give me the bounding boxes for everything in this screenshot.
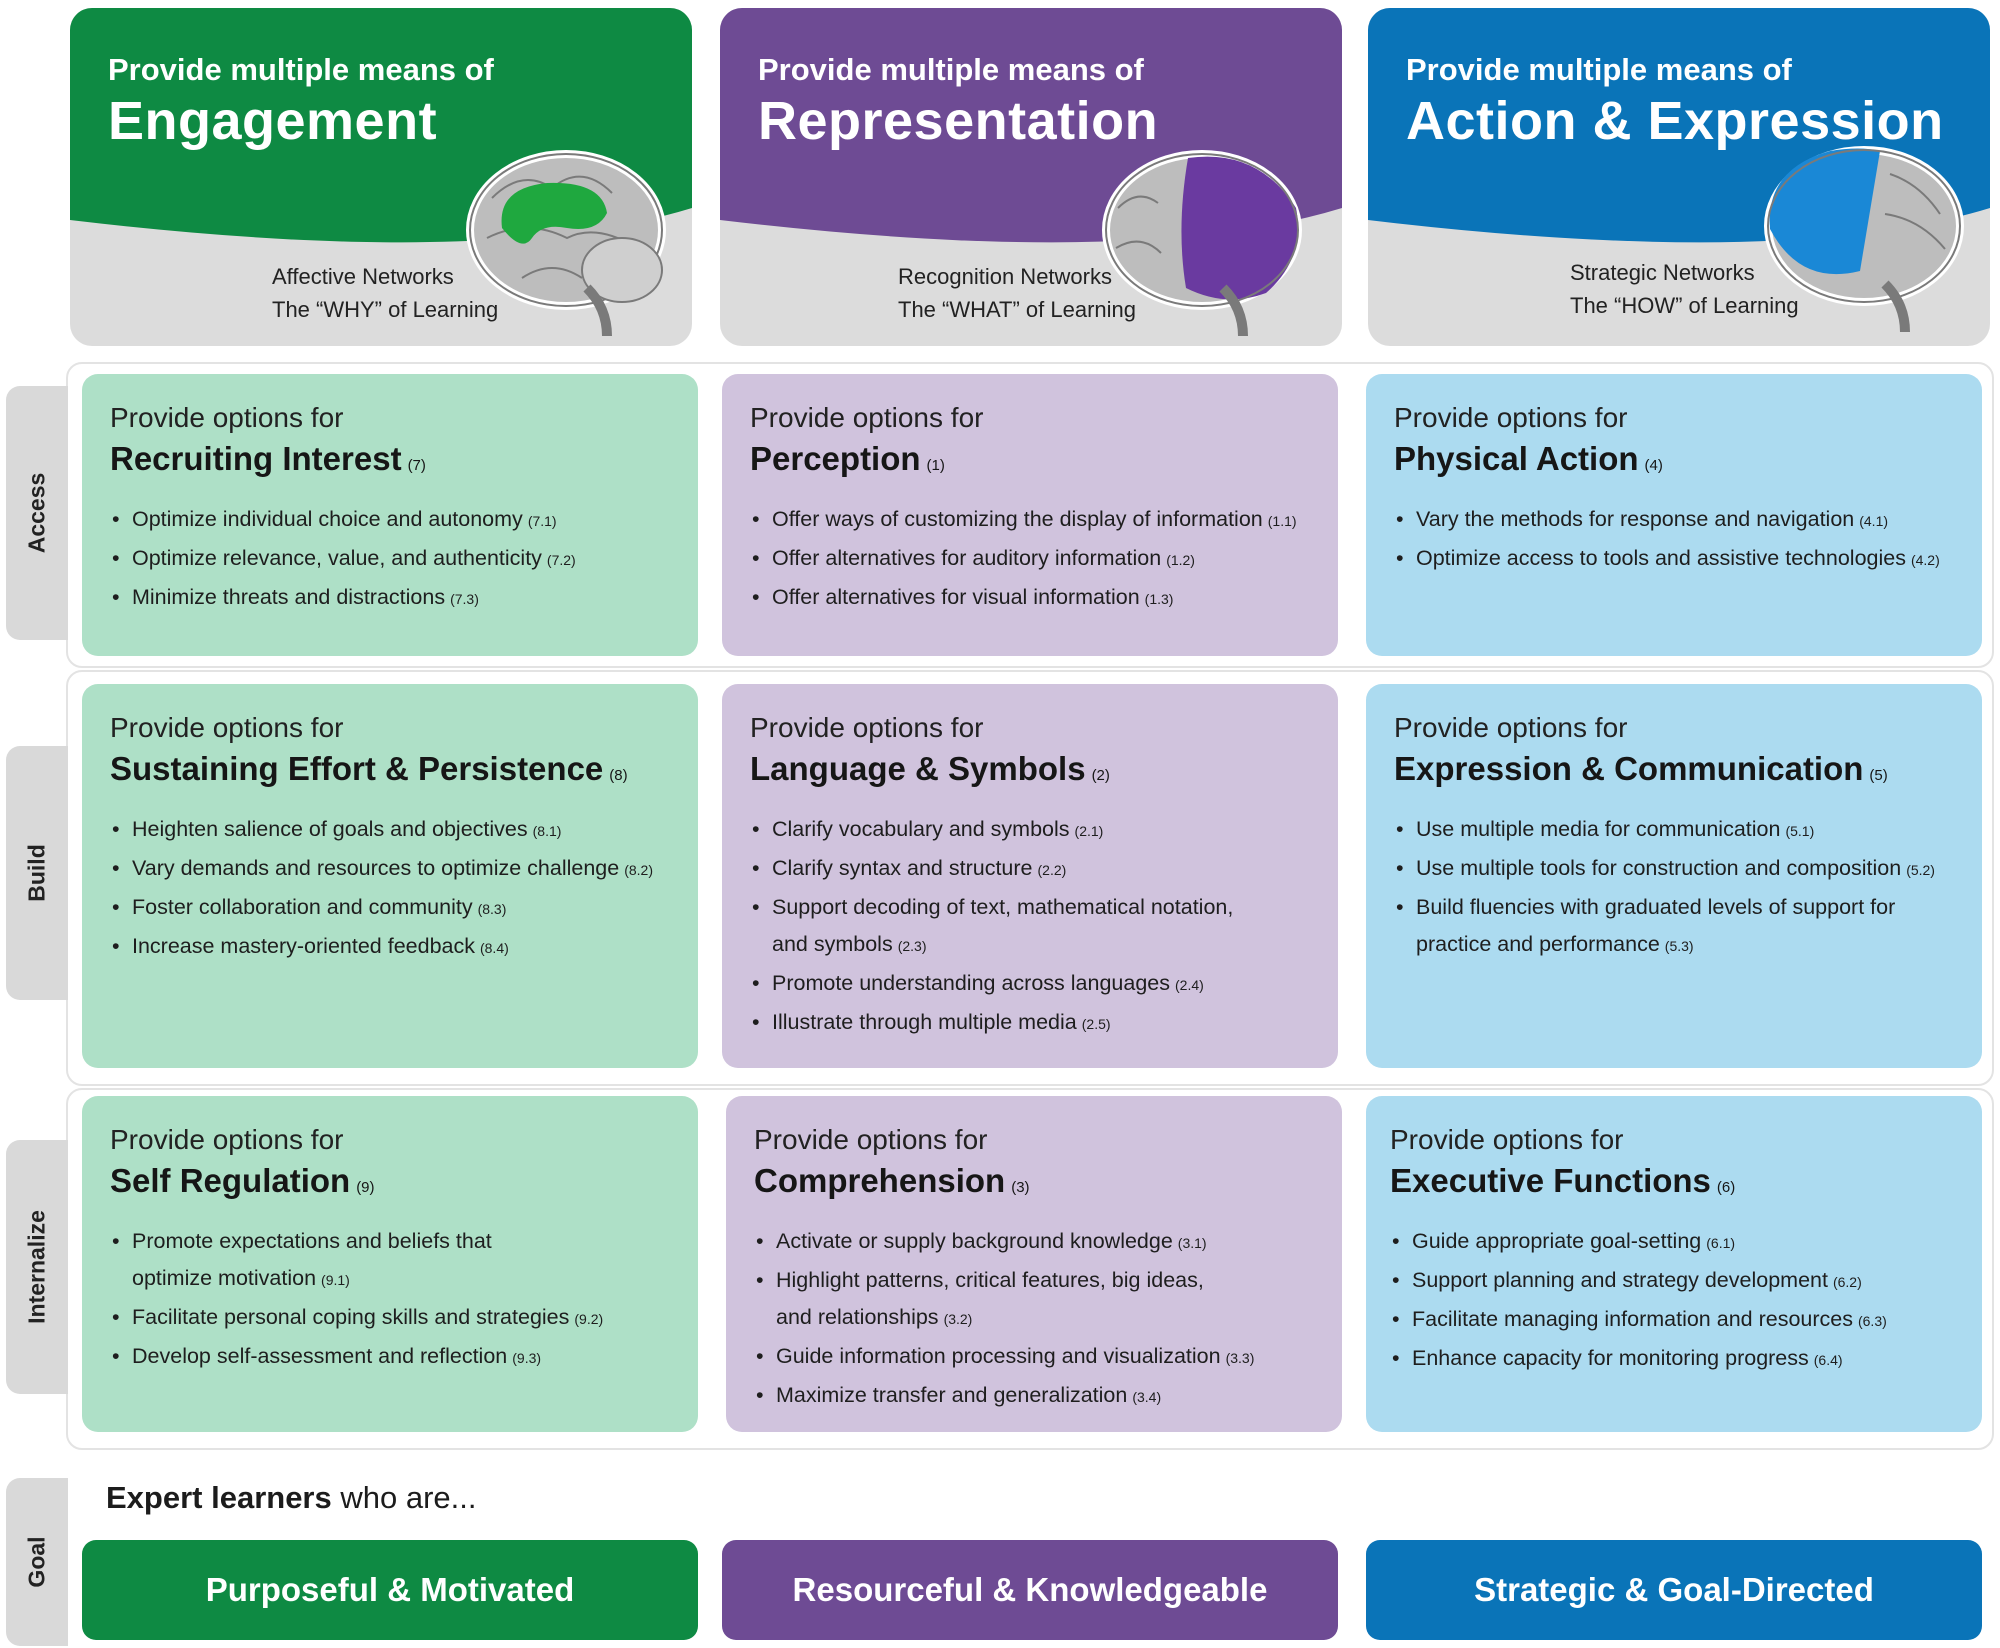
network-label: Affective Networks The “WHY” of Learning [272, 264, 499, 322]
card-lead: Provide options for [110, 712, 344, 743]
list-item: Use multiple tools for construction and … [1394, 850, 1954, 889]
list-item: Promote expectations and beliefs that op… [110, 1223, 512, 1299]
goal-strategic-goal-directed: Strategic & Goal-Directed [1366, 1540, 1982, 1640]
guideline-list: Activate or supply background knowledge(… [754, 1223, 1294, 1416]
guideline-list: Guide appropriate goal-setting(6.1) Supp… [1390, 1223, 1982, 1379]
card-title: Expression & Communication(5) [1394, 750, 1888, 787]
card-title: Self Regulation(9) [110, 1162, 375, 1199]
card-comprehension: Provide options for Comprehension(3) Act… [726, 1096, 1342, 1432]
guideline-list: Clarify vocabulary and symbols(2.1) Clar… [750, 811, 1250, 1043]
row-label-access: Access [6, 386, 68, 640]
card-lead: Provide options for [110, 402, 344, 433]
list-item: Vary demands and resources to optimize c… [110, 850, 698, 889]
card-lead: Provide options for [750, 402, 984, 433]
card-lead: Provide options for [110, 1124, 344, 1155]
list-item: Build fluencies with graduated levels of… [1394, 889, 1916, 965]
header-representation: Provide multiple means of Representation… [720, 8, 1342, 346]
list-item: Clarify syntax and structure(2.2) [750, 850, 1250, 889]
list-item: Highlight patterns, critical features, b… [754, 1262, 1236, 1338]
list-item: Optimize access to tools and assistive t… [1394, 540, 1982, 579]
list-item: Activate or supply background knowledge(… [754, 1223, 1294, 1262]
card-recruiting-interest: Provide options for Recruiting Interest(… [82, 374, 698, 656]
list-item: Enhance capacity for monitoring progress… [1390, 1340, 1982, 1379]
card-lead: Provide options for [754, 1124, 988, 1155]
card-title: Executive Functions(6) [1390, 1162, 1736, 1199]
guideline-list: Promote expectations and beliefs that op… [110, 1223, 698, 1377]
header-action-expression: Provide multiple means of Action & Expre… [1368, 8, 1990, 346]
card-sustaining-effort: Provide options for Sustaining Effort & … [82, 684, 698, 1068]
card-title: Recruiting Interest(7) [110, 440, 426, 477]
card-perception: Provide options for Perception(1) Offer … [722, 374, 1338, 656]
header-title: Representation [758, 91, 1159, 151]
header-title: Action & Expression [1406, 91, 1944, 151]
guideline-list: Use multiple media for communication(5.1… [1394, 811, 1954, 965]
network-label: Recognition Networks The “WHAT” of Learn… [898, 264, 1137, 322]
guideline-list: Heighten salience of goals and objective… [110, 811, 698, 967]
list-item: Facilitate managing information and reso… [1390, 1301, 1982, 1340]
card-title: Physical Action(4) [1394, 440, 1663, 477]
list-item: Support planning and strategy developmen… [1390, 1262, 1982, 1301]
list-item: Use multiple media for communication(5.1… [1394, 811, 1954, 850]
list-item: Optimize relevance, value, and authentic… [110, 540, 698, 579]
row-label-goal: Goal [6, 1478, 68, 1646]
list-item: Promote understanding across languages(2… [750, 965, 1250, 1004]
card-title: Language & Symbols(2) [750, 750, 1110, 787]
list-item: Maximize transfer and generalization(3.4… [754, 1377, 1294, 1416]
card-lead: Provide options for [1394, 402, 1628, 433]
list-item: Facilitate personal coping skills and st… [110, 1299, 698, 1338]
card-lead: Provide options for [750, 712, 984, 743]
brain-icon [1764, 146, 1964, 333]
card-language-symbols: Provide options for Language & Symbols(2… [722, 684, 1338, 1068]
card-lead: Provide options for [1394, 712, 1628, 743]
header-lead: Provide multiple means of [758, 52, 1144, 87]
list-item: Vary the methods for response and naviga… [1394, 501, 1982, 540]
list-item: Clarify vocabulary and symbols(2.1) [750, 811, 1250, 850]
list-item: Offer alternatives for visual informatio… [750, 579, 1338, 618]
list-item: Develop self-assessment and reflection(9… [110, 1338, 698, 1377]
list-item: Guide information processing and visuali… [754, 1338, 1294, 1377]
guideline-list: Vary the methods for response and naviga… [1394, 501, 1982, 579]
card-expression-communication: Provide options for Expression & Communi… [1366, 684, 1982, 1068]
list-item: Offer ways of customizing the display of… [750, 501, 1338, 540]
goal-resourceful-knowledgeable: Resourceful & Knowledgeable [722, 1540, 1338, 1640]
guideline-list: Optimize individual choice and autonomy(… [110, 501, 698, 618]
card-executive-functions: Provide options for Executive Functions(… [1366, 1096, 1982, 1432]
brain-icon [466, 150, 666, 337]
card-title: Comprehension(3) [754, 1162, 1030, 1199]
header-lead: Provide multiple means of [1406, 52, 1792, 87]
header-title: Engagement [108, 91, 438, 151]
brain-icon [1102, 150, 1302, 337]
list-item: Offer alternatives for auditory informat… [750, 540, 1338, 579]
card-title: Perception(1) [750, 440, 945, 477]
list-item: Minimize threats and distractions(7.3) [110, 579, 698, 618]
header-engagement: Provide multiple means of Engagement Aff… [70, 8, 692, 346]
card-physical-action: Provide options for Physical Action(4) V… [1366, 374, 1982, 656]
list-item: Optimize individual choice and autonomy(… [110, 501, 698, 540]
list-item: Heighten salience of goals and objective… [110, 811, 698, 850]
list-item: Illustrate through multiple media(2.5) [750, 1004, 1250, 1043]
card-lead: Provide options for [1390, 1124, 1624, 1155]
list-item: Foster collaboration and community(8.3) [110, 889, 698, 928]
row-label-internalize: Internalize [6, 1140, 68, 1394]
guideline-list: Offer ways of customizing the display of… [750, 501, 1338, 618]
card-title: Sustaining Effort & Persistence(8) [110, 750, 628, 787]
goal-lead: Expert learners who are... [106, 1480, 477, 1515]
network-label: Strategic Networks The “HOW” of Learning [1570, 260, 1799, 318]
header-lead: Provide multiple means of [108, 52, 494, 87]
goal-purposeful-motivated: Purposeful & Motivated [82, 1540, 698, 1640]
list-item: Guide appropriate goal-setting(6.1) [1390, 1223, 1982, 1262]
card-self-regulation: Provide options for Self Regulation(9) P… [82, 1096, 698, 1432]
row-label-build: Build [6, 746, 68, 1000]
list-item: Increase mastery-oriented feedback(8.4) [110, 928, 698, 967]
list-item: Support decoding of text, mathematical n… [750, 889, 1250, 965]
